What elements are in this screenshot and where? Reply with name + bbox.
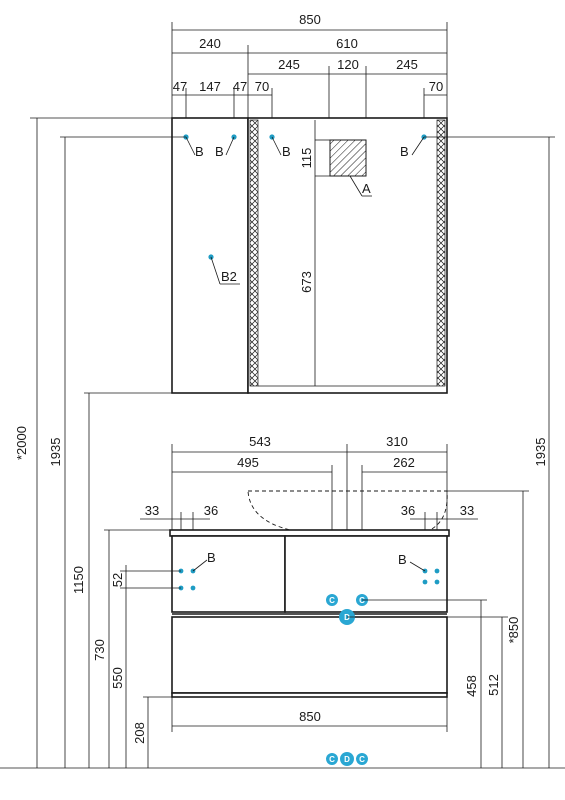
dim-36-left: 36 xyxy=(204,503,218,518)
top-dimensions: 850 240 610 245 120 245 47 147 47 70 70 xyxy=(171,12,448,176)
dim-543: 543 xyxy=(249,434,271,449)
dim-33-right: 33 xyxy=(460,503,474,518)
dim-52: 52 xyxy=(110,573,125,587)
dim-1935-left: 1935 xyxy=(48,438,63,467)
basin-outline xyxy=(247,490,448,531)
dim-33-left: 33 xyxy=(145,503,159,518)
bottom-top-dimensions: 543 310 495 262 33 36 36 33 xyxy=(140,434,478,600)
overall-vertical-dimensions: *2000 1935 1150 1935 xyxy=(0,117,565,769)
dim-673: 673 xyxy=(299,271,314,293)
dim-850-height: *850 xyxy=(506,617,521,644)
dim-495: 495 xyxy=(237,455,259,470)
label-b-right: B xyxy=(398,552,407,567)
dim-512: 512 xyxy=(486,674,501,696)
drawer-left xyxy=(171,535,286,613)
outlet-box xyxy=(329,139,367,177)
label-b1: B xyxy=(195,144,204,159)
dim-2000: *2000 xyxy=(14,426,29,460)
dim-245-right: 245 xyxy=(396,57,418,72)
dim-147: 147 xyxy=(199,79,221,94)
bottom-right-dimensions: 458 512 *850 xyxy=(347,490,529,768)
top-unit: A 115 673 B B B B B2 xyxy=(171,117,448,394)
dim-850-top: 850 xyxy=(299,12,321,27)
bottom-unit: B B C C D xyxy=(169,490,450,698)
connection-c-right-label: C xyxy=(359,596,365,605)
label-b4: B xyxy=(400,144,409,159)
connection-c-left-label: C xyxy=(329,596,335,605)
mount-dot-r4 xyxy=(434,579,440,585)
plinth xyxy=(171,692,448,698)
dim-610: 610 xyxy=(336,36,358,51)
mount-dot-r2 xyxy=(434,568,440,574)
dim-240: 240 xyxy=(199,36,221,51)
label-b2: B xyxy=(215,144,224,159)
dim-115: 115 xyxy=(299,148,314,169)
floor-connection-c-right xyxy=(356,753,368,765)
bottom-width-dimension: 850 xyxy=(171,697,448,732)
drawer-bottom xyxy=(171,616,448,694)
mount-dot-r3 xyxy=(422,579,428,585)
floor-connection-d-label: D xyxy=(344,755,350,764)
dim-208: 208 xyxy=(132,722,147,744)
dim-70-right: 70 xyxy=(429,79,443,94)
dim-245-left: 245 xyxy=(278,57,300,72)
connection-c-left xyxy=(326,594,338,606)
dim-1935-right: 1935 xyxy=(533,438,548,467)
floor-connection-c-left-label: C xyxy=(329,755,335,764)
dim-70-left: 70 xyxy=(255,79,269,94)
label-b-left: B xyxy=(207,550,216,565)
mirror-edge-right xyxy=(436,119,446,387)
bottom-left-dimensions: 52 730 550 208 xyxy=(92,529,181,768)
dim-730: 730 xyxy=(92,639,107,661)
mirror-edge-left xyxy=(249,119,259,387)
floor-connection-c-right-label: C xyxy=(359,755,365,764)
floor-connection-d xyxy=(340,752,354,766)
label-b2-center: B2 xyxy=(221,269,237,284)
countertop xyxy=(169,529,450,537)
floor-connection-c-left xyxy=(326,753,338,765)
dim-1150: 1150 xyxy=(71,566,86,594)
dim-458: 458 xyxy=(464,675,479,697)
floor-connections: C D C xyxy=(326,752,368,766)
mount-dot-l4 xyxy=(190,585,196,591)
dim-47-a: 47 xyxy=(173,79,187,94)
label-a: A xyxy=(362,181,371,196)
dim-36-right: 36 xyxy=(401,503,415,518)
dim-262: 262 xyxy=(393,455,415,470)
dim-310: 310 xyxy=(386,434,408,449)
dim-120: 120 xyxy=(337,57,359,72)
connection-d-label: D xyxy=(344,613,350,622)
label-b3: B xyxy=(282,144,291,159)
dim-550: 550 xyxy=(110,667,125,689)
dim-850-bottom: 850 xyxy=(299,709,321,724)
dim-47-b: 47 xyxy=(233,79,247,94)
